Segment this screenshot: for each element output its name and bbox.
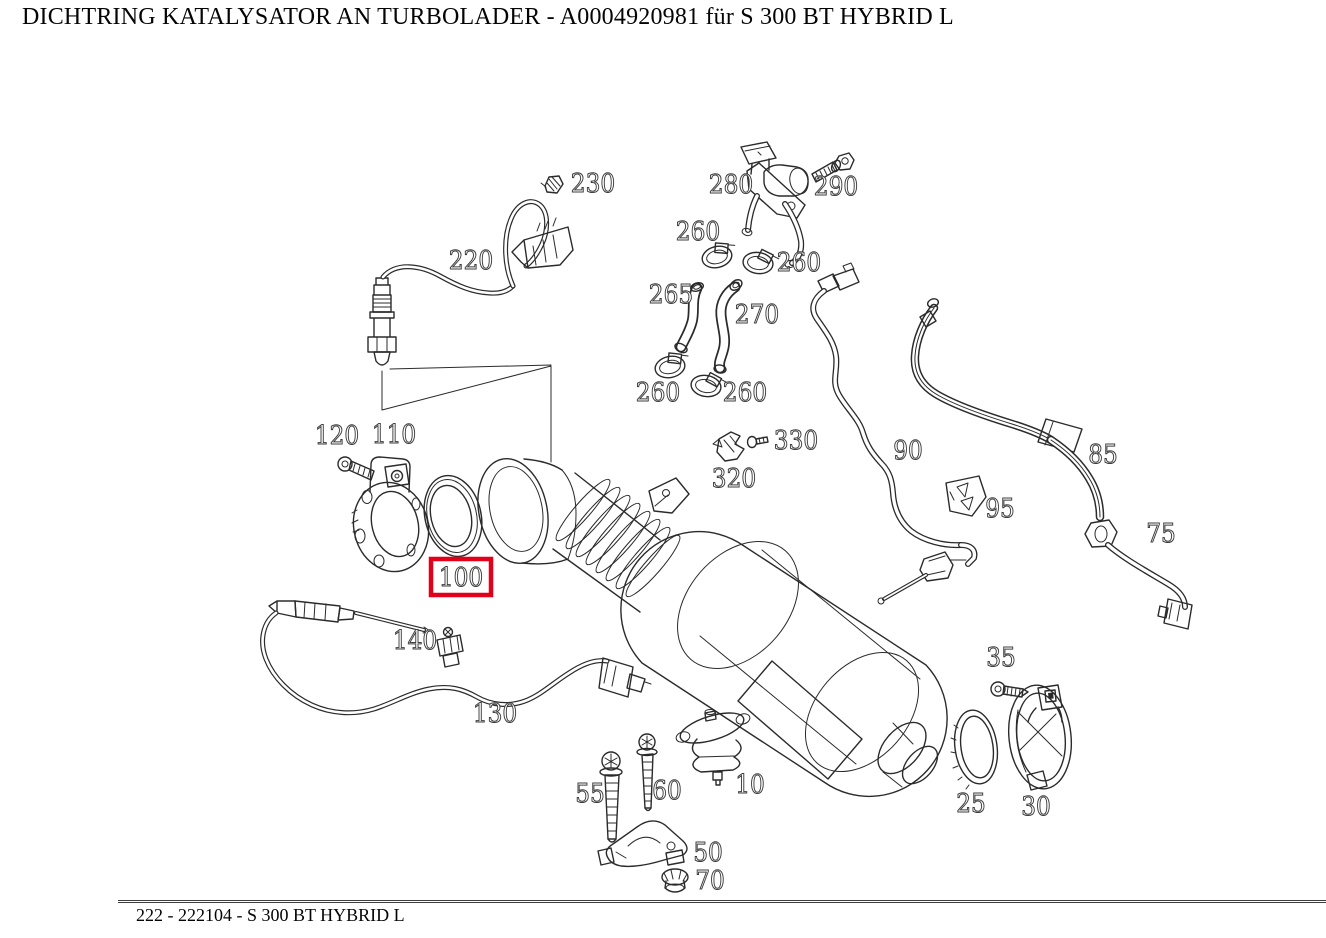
part-label-70: 70 xyxy=(695,866,725,896)
part-55-screw xyxy=(599,751,623,843)
part-label-25: 25 xyxy=(956,789,986,819)
part-130-temp-sensor-cable xyxy=(260,600,652,716)
part-25-gasket-ring xyxy=(950,709,999,790)
part-220-oxygen-sensor xyxy=(367,199,574,366)
part-50-bracket xyxy=(597,820,688,868)
part-120-bolt xyxy=(337,456,375,481)
part-60-screw xyxy=(636,733,658,812)
part-label-90: 90 xyxy=(893,436,923,466)
part-label-75: 75 xyxy=(1146,519,1176,549)
part-label-260b: 260 xyxy=(777,248,821,278)
part-label-10: 10 xyxy=(735,770,765,800)
part-label-95: 95 xyxy=(985,494,1015,524)
part-100-sealing-ring xyxy=(423,474,483,558)
part-label-260d: 260 xyxy=(723,378,767,408)
part-label-140: 140 xyxy=(393,626,437,656)
part-label-330: 330 xyxy=(774,426,818,456)
part-label-85: 85 xyxy=(1088,440,1118,470)
part-label-55: 55 xyxy=(575,779,605,809)
part-265-hose xyxy=(674,281,705,354)
part-label-110: 110 xyxy=(372,420,416,450)
inlet-funnel-and-bellows xyxy=(477,457,690,613)
part-label-280: 280 xyxy=(709,170,753,200)
part-label-265: 265 xyxy=(649,280,693,310)
part-280-pressure-sensor xyxy=(740,141,809,269)
part-10-catalytic-converter xyxy=(620,530,948,798)
part-270-hose xyxy=(713,279,743,374)
part-320-330-clip xyxy=(712,431,769,462)
part-90-pipe xyxy=(810,262,978,605)
part-label-320: 320 xyxy=(712,464,756,494)
part-label-260c: 260 xyxy=(636,378,680,408)
part-260-clamps xyxy=(654,242,780,398)
part-label-100: 100 xyxy=(439,563,483,593)
part-85-pipe xyxy=(910,298,1105,522)
part-label-35: 35 xyxy=(986,643,1016,673)
part-label-30: 30 xyxy=(1021,792,1051,822)
part-95-bracket xyxy=(945,475,987,517)
part-30-clamp xyxy=(1007,684,1073,791)
highlight-box-part-100 xyxy=(428,556,494,598)
part-label-130: 130 xyxy=(473,699,517,729)
part-label-270: 270 xyxy=(735,300,779,330)
part-label-260a: 260 xyxy=(676,217,720,247)
rubber-mount xyxy=(675,709,751,786)
footer-caption: 222 - 222104 - S 300 BT HYBRID L xyxy=(136,905,405,925)
part-35-bolt xyxy=(990,681,1029,698)
part-label-230: 230 xyxy=(571,169,615,199)
part-number-labels: 230 220 280 290 260 260 265 270 260 260 120 110 330 3… xyxy=(314,168,1176,896)
part-290-bolt xyxy=(811,152,855,183)
part-label-50: 50 xyxy=(693,838,723,868)
part-70-nut xyxy=(661,868,689,893)
part-label-120: 120 xyxy=(315,421,359,451)
page-title: DICHTRING KATALYSATOR AN TURBOLADER - A0… xyxy=(22,4,954,30)
part-75-line xyxy=(1084,519,1193,630)
part-110-flange xyxy=(351,456,430,573)
part-230-clip xyxy=(540,175,564,194)
leader-wedge-lines xyxy=(381,364,552,463)
footer-divider: 222 - 222104 - S 300 BT HYBRID L xyxy=(118,900,1326,926)
part-label-220: 220 xyxy=(449,246,493,276)
part-label-60: 60 xyxy=(652,776,682,806)
part-label-290: 290 xyxy=(814,172,858,202)
part-140-clamp xyxy=(436,626,464,668)
